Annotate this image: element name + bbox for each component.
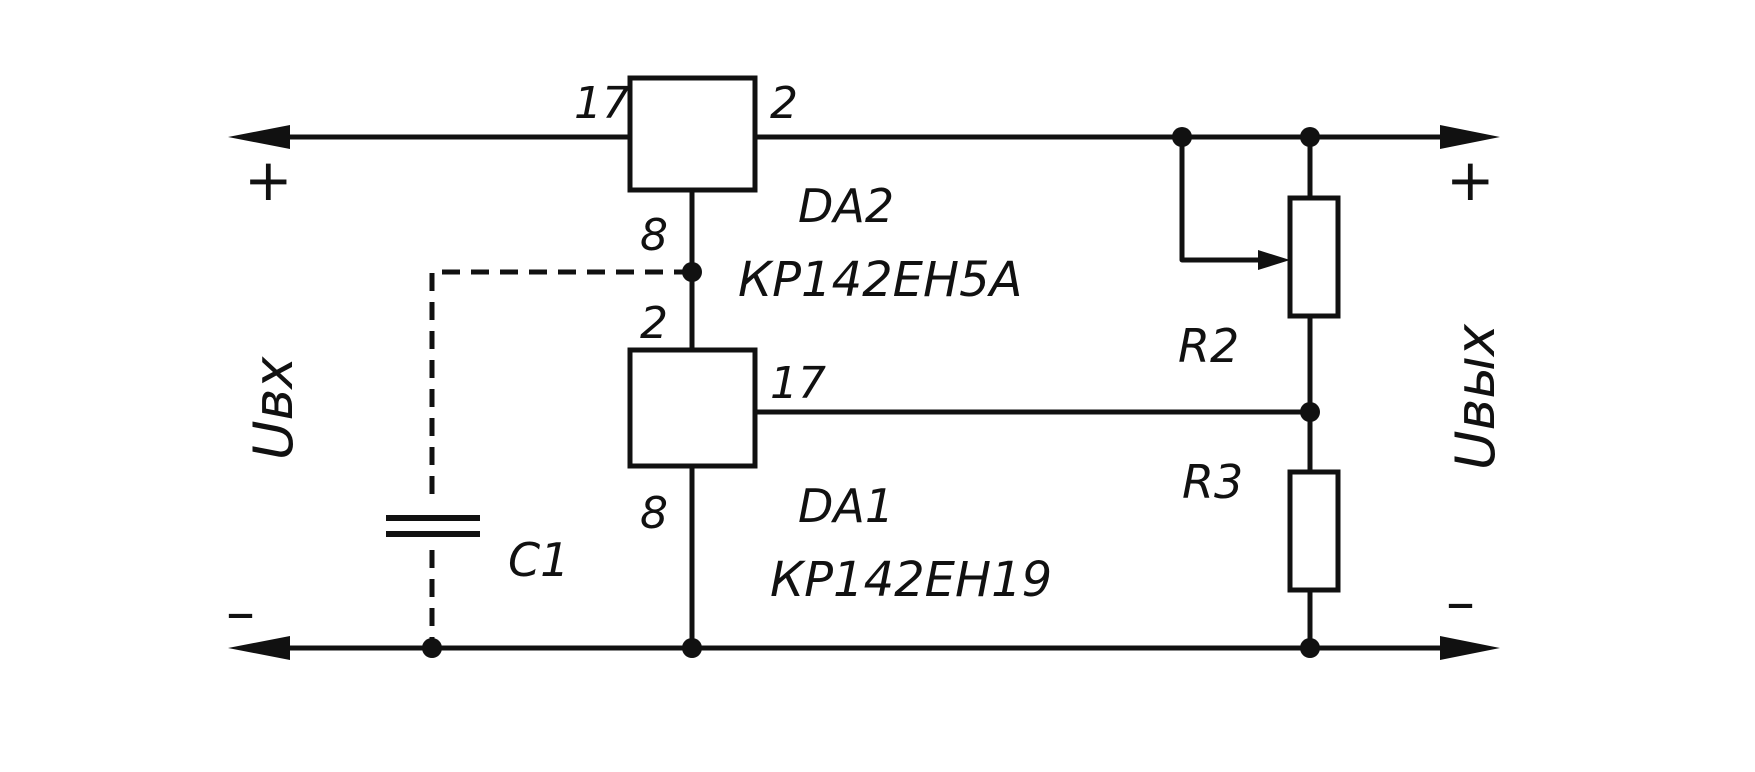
da2-pin-common-label: 8 [640,210,668,261]
output-plus-arrow [1440,125,1500,149]
output-minus-arrow [1440,636,1500,660]
input-minus-sign: – [226,578,255,646]
da2-pin-out-label: 2 [770,78,798,129]
input-plus-sign: + [244,146,293,214]
junction-r2-r3 [1300,402,1320,422]
da2-part-label: КР142ЕН5А [738,252,1022,308]
junction-output-plus [1300,127,1320,147]
r2-wiper-wire [1179,134,1263,263]
da1-pin-ctrl-label: 17 [770,358,826,409]
da1-part-label: КР142ЕН19 [770,552,1052,608]
output-plus-sign: + [1446,146,1495,214]
da1-pin-common-label: 8 [640,488,668,539]
c1-dashed-wire-top [429,269,692,502]
junction-output-minus [1300,638,1320,658]
da1-pin-top-label: 2 [640,298,668,349]
r3-ref-label: R3 [1182,455,1243,509]
da2-pin-in-label: 17 [574,78,630,129]
input-voltage-label: Uвх [242,356,305,460]
r2-wiper-arrow [1258,250,1290,270]
da1-block [627,347,758,469]
junction-da1-ground [682,638,702,658]
output-voltage-label: Uвых [1444,323,1507,470]
junction-c1-ground [422,638,442,658]
junction-r2-wiper [1172,127,1192,147]
r3-body [1287,469,1341,593]
r2-body [1287,195,1341,319]
r2-ref-label: R2 [1178,319,1239,373]
c1-ref-label: C1 [508,533,569,587]
output-minus-sign: – [1446,568,1475,636]
da2-ref-label: DA2 [798,179,894,233]
input-plus-arrow [228,125,290,149]
da2-block [627,75,758,193]
da1-ref-label: DA1 [798,479,894,533]
junction-da2-da1 [682,262,702,282]
input-minus-arrow [228,636,290,660]
